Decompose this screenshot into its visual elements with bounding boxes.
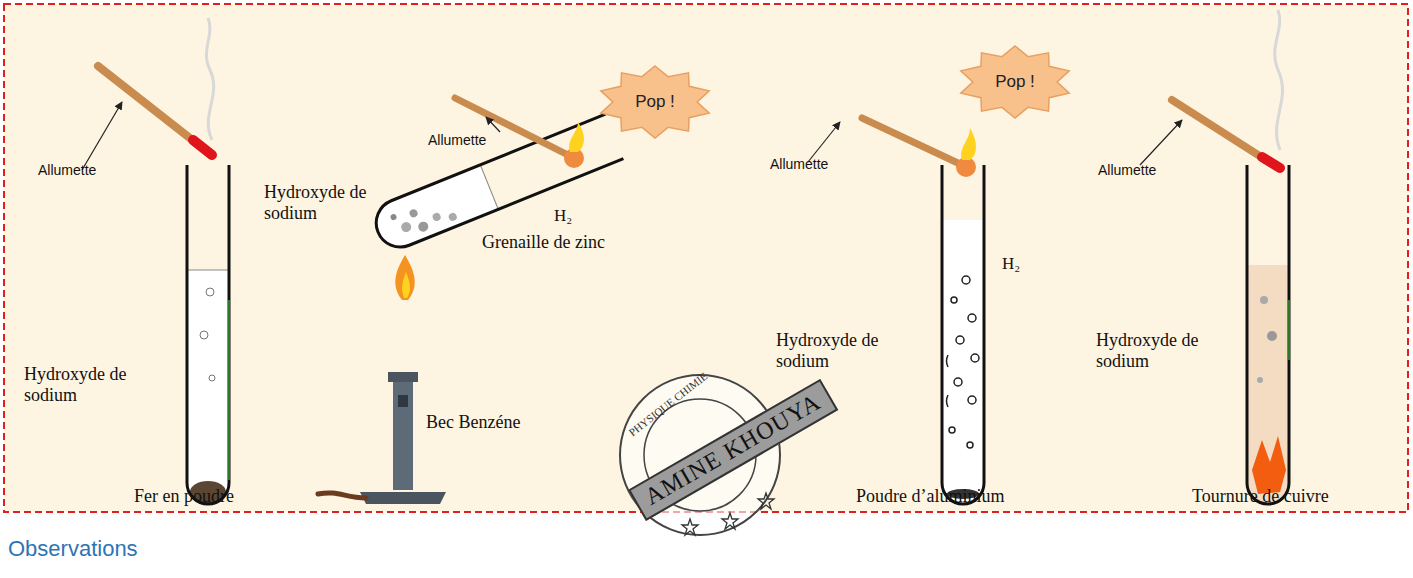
- label: Poudre d’aluminium: [856, 486, 1004, 507]
- test-tube-aluminium: [942, 165, 984, 504]
- label: Hydroxyde de sodium: [24, 364, 144, 405]
- test-tube-zinc: [369, 114, 623, 254]
- burst-outline: [961, 46, 1069, 118]
- label: Fer en poudre: [134, 486, 234, 507]
- label: Hydroxyde de sodium: [1096, 330, 1216, 371]
- bunsen-burner: [318, 255, 446, 504]
- label: Hydroxyde de sodium: [776, 330, 896, 371]
- label: H₂: [1002, 254, 1020, 274]
- pop-burst: Pop !: [596, 64, 714, 140]
- match-unlit: [1140, 10, 1283, 168]
- label: Allumette: [428, 132, 486, 148]
- pop-burst: Pop !: [956, 44, 1074, 120]
- label: Tournure de cuivre: [1192, 486, 1329, 507]
- label: Allumette: [1098, 162, 1156, 178]
- label: Allumette: [38, 162, 96, 178]
- section-heading: Observations: [8, 536, 138, 561]
- match-lit: [808, 118, 976, 177]
- burst-text: Pop !: [995, 72, 1035, 92]
- match-unlit: [82, 18, 214, 170]
- burst-outline: [601, 66, 709, 138]
- test-tube-iron: [187, 165, 229, 504]
- label: Grenaille de zinc: [482, 232, 605, 253]
- label: H₂: [554, 206, 572, 226]
- label: Allumette: [770, 156, 828, 172]
- label: Hydroxyde de sodium: [264, 182, 384, 223]
- label: Bec Benzéne: [426, 412, 520, 433]
- burst-text: Pop !: [635, 92, 675, 112]
- test-tube-copper: [1247, 165, 1289, 504]
